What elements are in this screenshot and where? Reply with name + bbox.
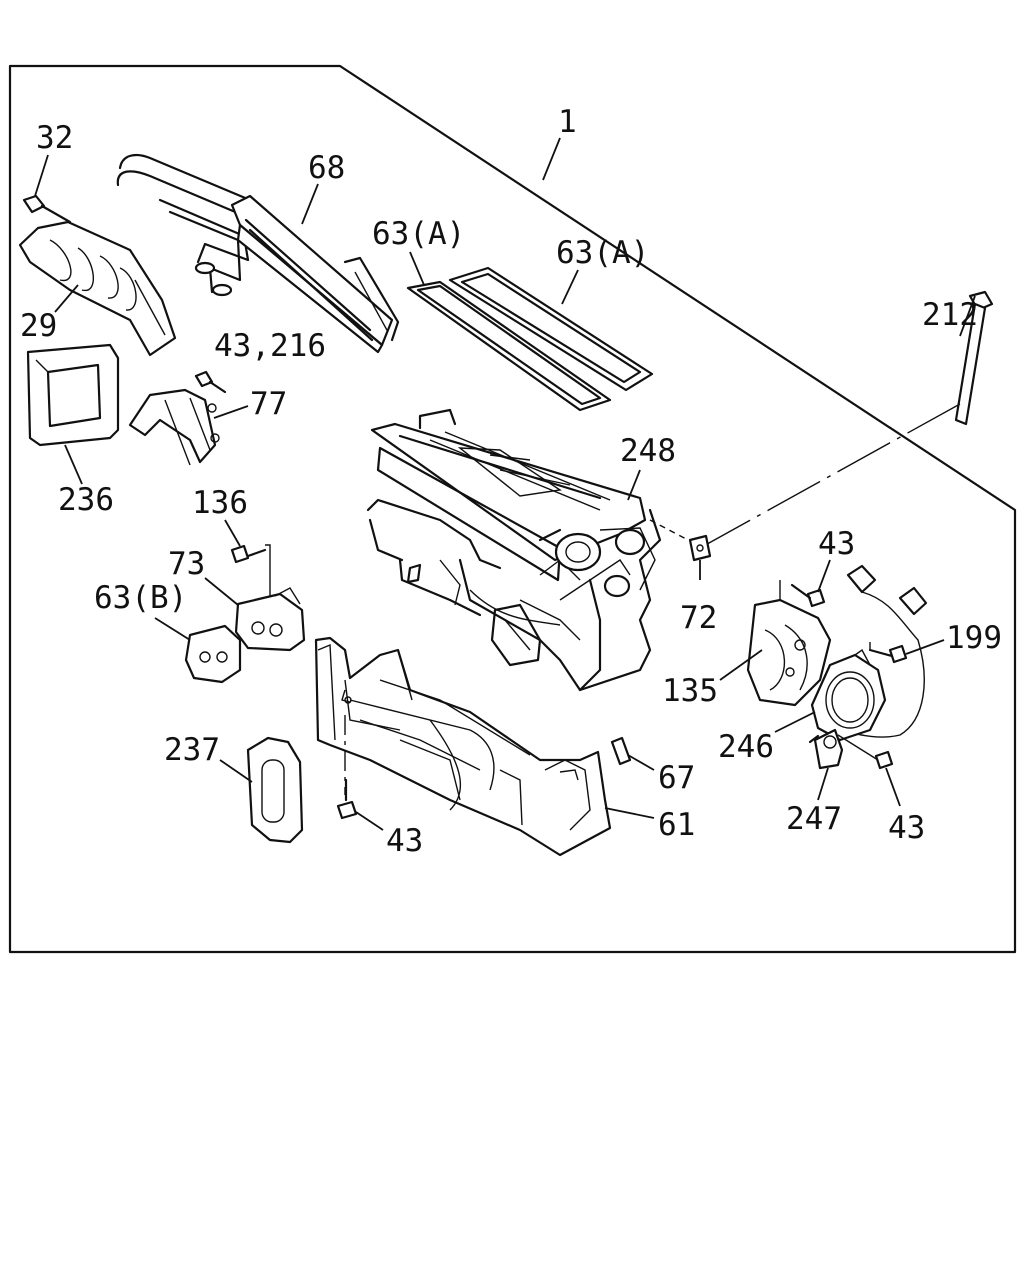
- leader-1: [542, 137, 561, 181]
- heater-core: [116, 153, 400, 354]
- callout-246: 246: [718, 729, 774, 765]
- callout-29: 29: [20, 308, 57, 344]
- actuator-135: [746, 598, 832, 707]
- leader-248: [627, 469, 641, 501]
- screw-136: [230, 544, 282, 601]
- callout-248: 248: [620, 433, 676, 469]
- leader-61: [604, 807, 655, 819]
- leader-29: [54, 284, 79, 313]
- leader-63a-right: [561, 269, 579, 305]
- leader-63a-left: [409, 251, 425, 286]
- gasket-63a-right: [448, 266, 654, 392]
- leader-136: [224, 519, 241, 547]
- leader-247: [817, 767, 829, 801]
- callout-43-216: 43,216: [214, 328, 326, 364]
- leader-236: [64, 444, 83, 485]
- screw-32: [22, 194, 72, 224]
- callout-237: 237: [164, 732, 220, 768]
- callout-68: 68: [308, 150, 345, 186]
- callout-43-upper-right: 43: [818, 526, 855, 562]
- callout-72: 72: [680, 600, 717, 636]
- leader-63b: [154, 617, 191, 641]
- leader-246: [774, 711, 816, 733]
- callout-236: 236: [58, 482, 114, 518]
- heater-unit: [366, 408, 662, 692]
- leader-43-upper-right: [817, 559, 831, 593]
- wire-harness: [837, 564, 928, 738]
- fan-247: [808, 728, 844, 770]
- callout-135: 135: [662, 673, 718, 709]
- seal-63b: [184, 624, 242, 684]
- clip-67: [610, 736, 632, 766]
- leader-67: [627, 754, 655, 771]
- screw-43-216: [194, 370, 227, 394]
- callout-63b: 63(B): [94, 580, 187, 616]
- callout-61: 61: [658, 807, 695, 843]
- leader-43-bottom: [355, 811, 384, 831]
- grommet-73: [234, 587, 306, 652]
- callout-199: 199: [946, 620, 1002, 656]
- callout-73: 73: [168, 546, 205, 582]
- leader-32: [34, 154, 49, 197]
- callout-63a-left: 63(A): [372, 216, 465, 252]
- screw-199: [868, 642, 908, 664]
- leader-43-lower-right: [885, 767, 901, 807]
- diagram-frame: [8, 64, 1017, 954]
- case-61: [314, 636, 612, 857]
- gasket-236: [26, 343, 120, 447]
- clip-72: [649, 519, 712, 562]
- motor-246: [810, 648, 887, 742]
- leader-199: [905, 639, 945, 655]
- callout-136: 136: [192, 485, 248, 521]
- seal-237: [246, 736, 304, 844]
- leader-237: [219, 759, 253, 783]
- gasket-63a-left: [406, 280, 612, 412]
- leader-135: [719, 649, 763, 681]
- screw-43-bottom: [336, 778, 358, 820]
- callout-247: 247: [786, 801, 842, 837]
- dashdot-212: [699, 403, 961, 549]
- duct-29: [18, 220, 177, 357]
- callout-43-bottom: 43: [386, 823, 423, 859]
- callout-32: 32: [36, 120, 73, 156]
- bracket-77: [128, 388, 220, 466]
- leader-68: [301, 183, 319, 225]
- leader-73: [204, 577, 239, 606]
- callout-212: 212: [922, 297, 978, 333]
- callout-43-lower-right: 43: [888, 810, 925, 846]
- callout-63a-right: 63(A): [556, 235, 649, 271]
- leader-212: [959, 295, 976, 337]
- callout-67: 67: [658, 760, 695, 796]
- screw-43-upper-right: [790, 583, 826, 608]
- callout-77: 77: [250, 386, 287, 422]
- screw-43-lower-right: [837, 734, 894, 770]
- leader-77: [213, 405, 249, 419]
- callout-1: 1: [558, 104, 577, 140]
